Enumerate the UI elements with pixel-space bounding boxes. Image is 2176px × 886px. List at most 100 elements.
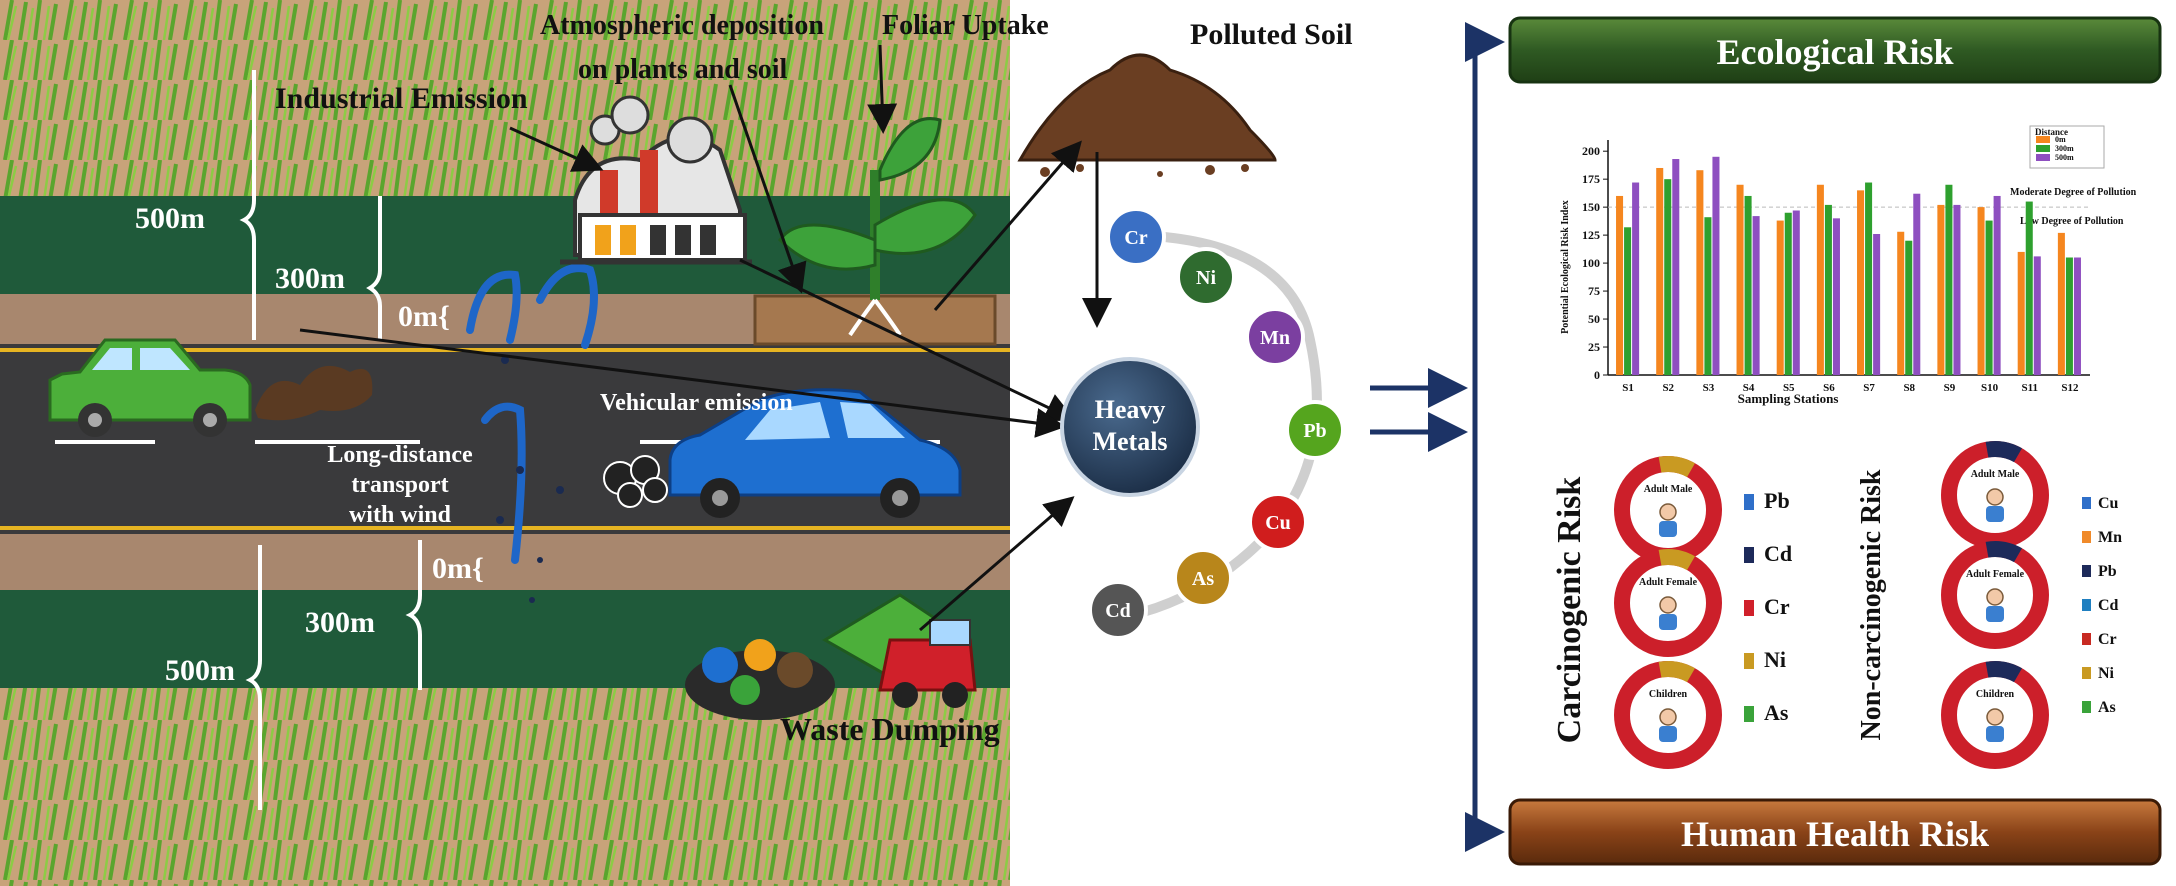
- human-health-banner: Human Health Risk: [1508, 798, 2162, 866]
- metal-node-label: As: [1192, 568, 1214, 590]
- chart-legend-label: 0m: [2055, 135, 2066, 144]
- chart-bar-s12-0m: [2057, 232, 2065, 375]
- chart-x-tick-label: S4: [1743, 382, 1755, 394]
- donut-accent-segment: [1985, 541, 2022, 563]
- legend-swatch: [2082, 531, 2091, 543]
- donut-accent-segment: [1658, 456, 1695, 478]
- metal-node-cr: Cr: [1106, 207, 1166, 267]
- legend-swatch: [1744, 547, 1754, 563]
- legend-label: Ni: [1764, 647, 1786, 672]
- chart-bar-s6-500m: [1832, 218, 1840, 375]
- chart-y-tick-label: 0: [1594, 368, 1600, 382]
- human-health-section: Carcinogenic Risk Non-carcinogenic Risk …: [1551, 441, 2122, 769]
- ecological-risk-banner: Ecological Risk: [1508, 16, 2162, 84]
- donut-accent-segment: [1658, 549, 1695, 571]
- ecological-risk-chart: Potential Ecological Risk Index Sampling…: [1560, 125, 2137, 406]
- legend-swatch: [2082, 565, 2091, 577]
- bracket-arrows: [1465, 22, 1505, 852]
- chart-bar-s6-0m: [1816, 184, 1824, 375]
- chart-legend-label: 300m: [2055, 144, 2074, 153]
- chart-bar-s4-0m: [1736, 184, 1744, 375]
- chart-bar-s7-500m: [1873, 234, 1881, 375]
- legend-swatch: [1744, 653, 1754, 669]
- chart-x-tick-label: S12: [2061, 382, 2079, 394]
- metal-node-cd: Cd: [1088, 580, 1148, 640]
- chart-annotation-moderate: Moderate Degree of Pollution: [2010, 187, 2137, 198]
- chart-bar-s6-300m: [1824, 204, 1832, 375]
- chart-y-tick-label: 175: [1582, 172, 1600, 186]
- chart-x-tick-label: S6: [1823, 382, 1835, 394]
- shoulder-bottom: [0, 534, 1010, 590]
- roadside-scene: 500m 300m 0m{ 0m{ 300m 500m: [0, 0, 1353, 886]
- legend-swatch: [1744, 494, 1754, 510]
- risk-donut: Children: [1941, 661, 2049, 769]
- chart-bar-s12-500m: [2073, 257, 2081, 375]
- metal-node-label: Ni: [1196, 267, 1216, 289]
- person-head-icon: [1986, 708, 2004, 726]
- legend-label: Cu: [2098, 495, 2119, 512]
- atmospheric-deposition-label-line1: Atmospheric deposition: [540, 10, 824, 41]
- person-head-icon: [1659, 596, 1677, 614]
- person-head-icon: [1986, 588, 2004, 606]
- legend-label: Cd: [2098, 597, 2119, 614]
- dist-bottom-500: 500m: [165, 654, 235, 687]
- carcinogenic-risk-title: Carcinogenic Risk: [1551, 477, 1588, 744]
- donut-label: Children: [1976, 689, 2015, 700]
- dist-bottom-300: 300m: [305, 606, 375, 639]
- metal-node-mn: Mn: [1245, 307, 1305, 367]
- chart-bar-s11-500m: [2033, 256, 2041, 375]
- chart-bar-s3-500m: [1712, 156, 1720, 375]
- legend-label: Cr: [1764, 594, 1790, 619]
- chart-y-tick-label: 75: [1588, 284, 1600, 298]
- polluted-soil-icon: [1017, 53, 1277, 177]
- chart-y-tick-label: 50: [1588, 312, 1600, 326]
- metal-node-label: Mn: [1260, 327, 1290, 349]
- chart-bar-s2-0m: [1656, 167, 1664, 375]
- chart-x-tick-label: S9: [1944, 382, 1956, 394]
- risk-donut: Adult Female: [1941, 541, 2049, 649]
- chart-y-tick-label: 200: [1582, 144, 1600, 158]
- soil-bed: [753, 294, 997, 346]
- person-body-icon: [1659, 521, 1677, 537]
- chart-x-tick-label: S3: [1703, 382, 1715, 394]
- chart-bar-s8-0m: [1897, 231, 1905, 375]
- blue-car-icon: [668, 388, 962, 518]
- chart-bar-s11-300m: [2025, 201, 2033, 375]
- metal-node-pb: Pb: [1285, 400, 1345, 460]
- wind-transport-label-line2: transport: [351, 472, 448, 498]
- industrial-emission-label: Industrial Emission: [275, 82, 528, 115]
- chart-bar-s5-0m: [1776, 220, 1784, 375]
- person-head-icon: [1659, 503, 1677, 521]
- donut-label: Adult Female: [1966, 569, 2025, 580]
- ecological-risk-title: Ecological Risk: [1716, 32, 1953, 72]
- metal-node-label: Cd: [1105, 600, 1131, 622]
- legend-label: As: [1764, 700, 1789, 725]
- person-body-icon: [1659, 614, 1677, 630]
- polluted-soil-label: Polluted Soil: [1190, 18, 1353, 51]
- distance-brackets: [239, 70, 422, 810]
- person-head-icon: [1659, 708, 1677, 726]
- chart-legend-swatch: [2036, 154, 2050, 161]
- chart-bar-s5-300m: [1784, 212, 1792, 375]
- risk-donut: Adult Male: [1941, 441, 2049, 549]
- donut-accent-segment: [1985, 661, 2022, 683]
- chart-x-tick-label: S2: [1662, 382, 1674, 394]
- chart-bar-s2-300m: [1664, 179, 1672, 375]
- donut-label: Adult Male: [1971, 469, 2020, 480]
- chart-bar-s9-0m: [1937, 204, 1945, 375]
- plant-icon: [778, 117, 977, 337]
- legend-label: Mn: [2098, 529, 2122, 546]
- wind-transport-label-line1: Long-distance: [327, 442, 473, 468]
- chart-legend-label: 500m: [2055, 153, 2074, 162]
- legend-swatch: [2082, 633, 2091, 645]
- chart-y-tick-label: 125: [1582, 228, 1600, 242]
- heavy-metals-center: [1060, 357, 1200, 497]
- legend-swatch: [2082, 701, 2091, 713]
- chart-legend-swatch: [2036, 145, 2050, 152]
